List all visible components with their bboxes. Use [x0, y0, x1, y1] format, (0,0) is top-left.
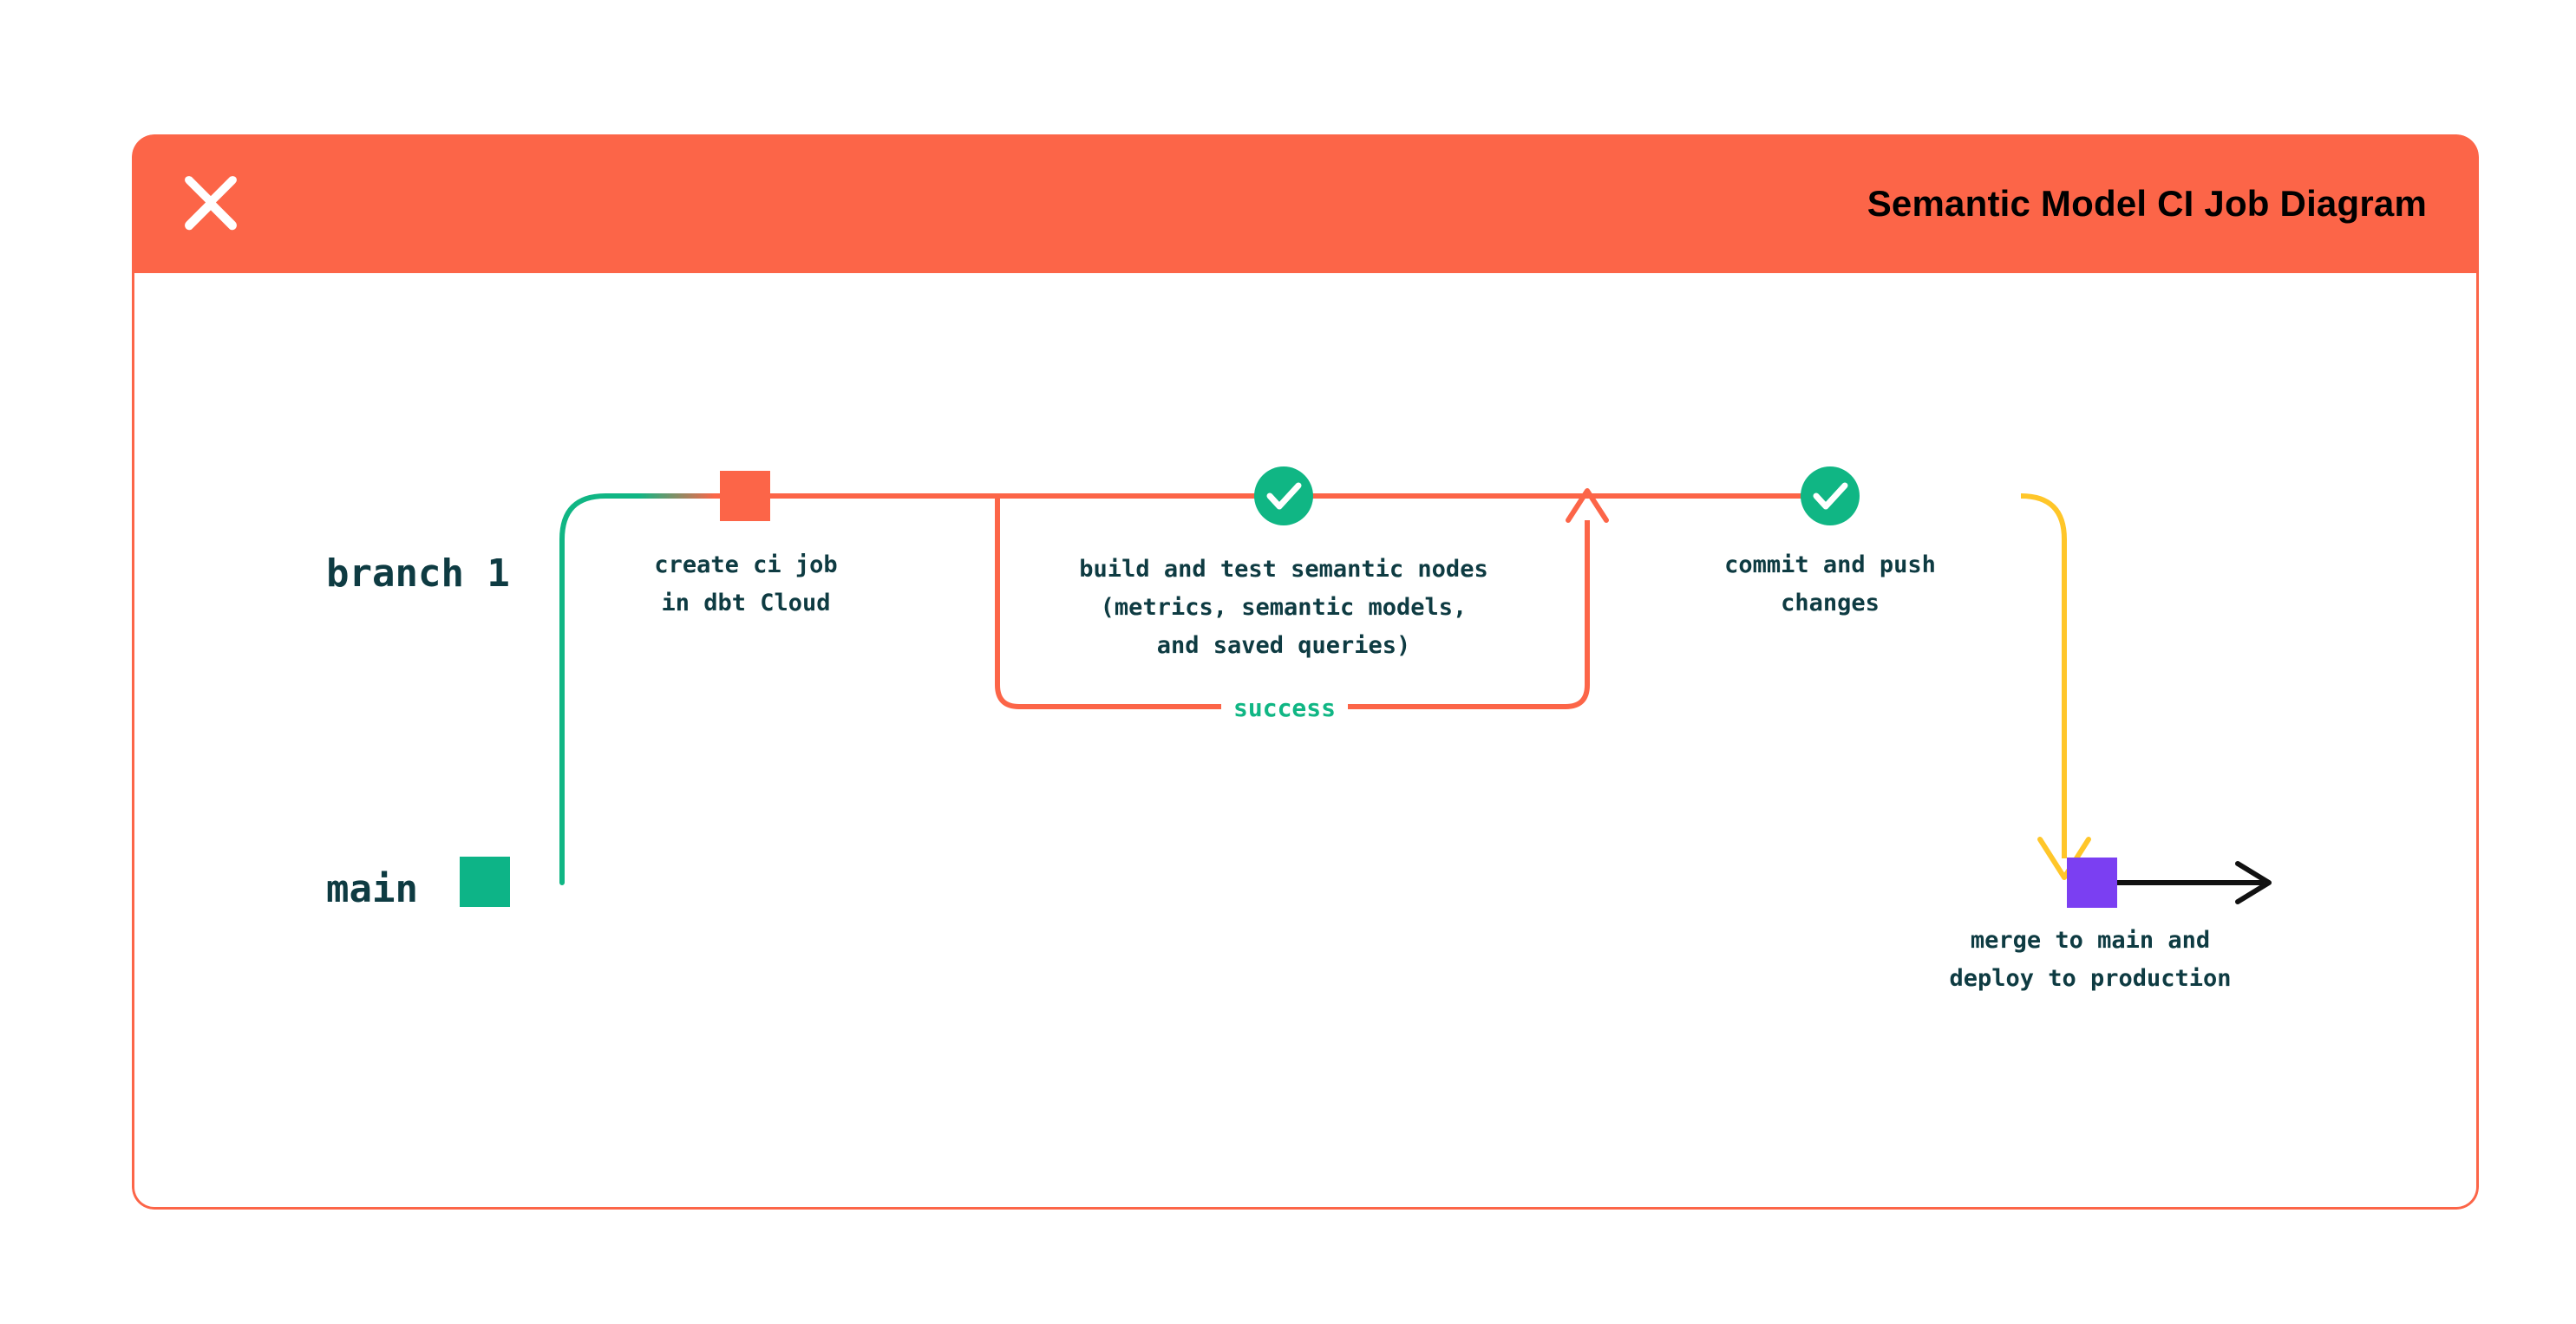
page-title: Semantic Model CI Job Diagram: [1867, 183, 2427, 224]
lane-label-main: main: [326, 867, 418, 911]
lane-label-branch-1: branch 1: [326, 551, 510, 596]
card-body: [132, 273, 2479, 1210]
dbt-x-logo-icon: [168, 172, 243, 236]
node-caption-build-and-test: build and test semantic nodes (metrics, …: [1079, 556, 1488, 659]
diagram-card: Semantic Model CI Job Diagram: [132, 134, 2479, 1210]
card-header: Semantic Model CI Job Diagram: [132, 134, 2479, 273]
node-caption-commit-and-push: commit and push changes: [1724, 551, 1936, 616]
edge-label-success: success: [1221, 694, 1349, 722]
node-caption-create-ci-job: create ci job in dbt Cloud: [654, 551, 838, 616]
node-caption-merge-to-main: merge to main and deploy to production: [1949, 927, 2232, 992]
